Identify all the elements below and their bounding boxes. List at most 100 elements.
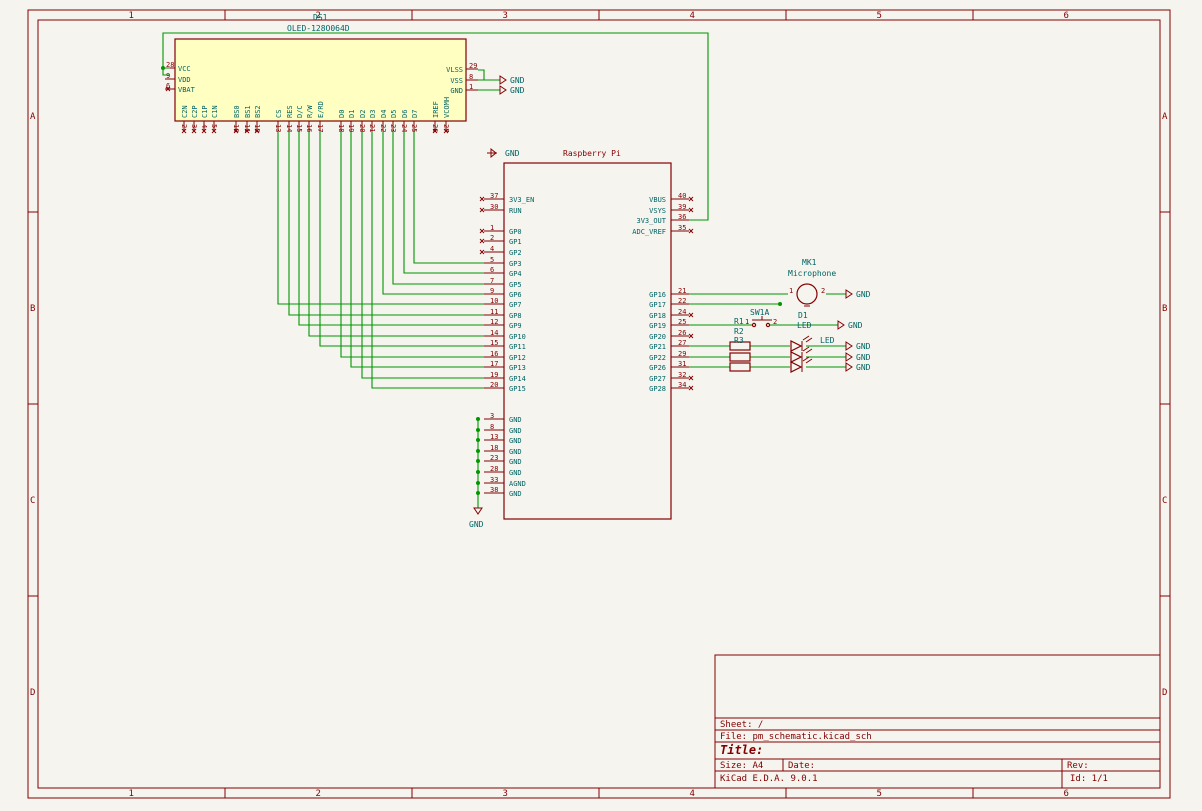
oled-pin-num: 22 [379,124,387,132]
pi-pin-num: 10 [490,297,498,305]
oled-pin-name: D0 [338,110,346,118]
oled-pin-num: 13 [274,124,282,132]
pi-pin-num: 39 [678,203,686,211]
frame-row-left-B: B [30,304,35,314]
pi-pin-name: GP22 [649,354,666,362]
pi-pin-name: GP2 [509,249,522,257]
pi-pin-name: ADC_VREF [632,228,666,236]
pi-pin-num: 30 [490,203,498,211]
pi-pin-num: 15 [490,339,498,347]
pi-pin-num: 32 [678,371,686,379]
title-block-title: Title: [720,743,763,757]
pi-pin-num: 24 [678,308,686,316]
pi-pin-name: GP7 [509,301,522,309]
oled-pin-name: C2N [181,105,189,118]
oled-pin-name: D/C [296,105,304,118]
pi-pin-name: RUN [509,207,522,215]
gnd-label: GND [856,363,871,372]
oled-pin-name: D4 [380,110,388,118]
oled-pin-num: 4 [200,124,208,128]
pi-pin-num: 33 [490,476,498,484]
pi-pin-num: 13 [490,433,498,441]
mic-ref: MK1 [802,258,817,267]
r2-ref: R2 [734,327,744,336]
pi-pin-num: 2 [490,234,494,242]
pi-pin-name: GP3 [509,260,522,268]
switch-sw1a[interactable]: SW1A 1 2 [745,308,777,328]
gnd-label: GND [510,76,525,85]
pi-pin-name: GP27 [649,375,666,383]
resistor-r2[interactable] [729,352,751,362]
title-block-size: Size: A4 [720,761,763,771]
title-block-rev: Rev: [1067,761,1089,771]
pi-body[interactable] [503,162,672,520]
oled-pin-name: BS1 [244,105,252,118]
pi-pin-num: 28 [490,465,498,473]
pi-pin-name: GP14 [509,375,526,383]
pi-pin-num: 29 [678,350,686,358]
pi-pin-name: GND [509,448,522,456]
oled-pin-num: 12 [253,124,261,132]
resistors[interactable]: R1 R2 R3 [729,317,751,372]
pi-pin-name: GP28 [649,385,666,393]
oled-pin-name: VSS [450,77,463,85]
leds[interactable]: D1 LED LED [790,311,835,373]
oled-pin-name: BS2 [254,105,262,118]
pi-pin-name: GND [509,437,522,445]
oled-pin-num: 20 [358,124,366,132]
pi-pin-name: GP12 [509,354,526,362]
oled-pin-name: GND [450,87,463,95]
sw-pin2: 2 [773,318,777,326]
pi-pin-name: GP20 [649,333,666,341]
d1-ref: D1 [798,311,808,320]
oled-pin-name: C2P [191,105,199,118]
pi-pin-name: GP11 [509,343,526,351]
oled-ref: DS1 [313,13,328,22]
pi-pin-name: GND [509,458,522,466]
oled-body[interactable] [174,38,467,122]
pi-pin-num: 17 [490,360,498,368]
pi-pin-name: 3V3_OUT [636,217,666,225]
oled-pin-name: RES [286,105,294,118]
pi-pin-name: GND [509,427,522,435]
gnd-label: GND [856,342,871,351]
pi-pin-name: GP10 [509,333,526,341]
pi-pin-num: 8 [490,423,494,431]
led-label: LED [820,336,835,345]
pi-pin-num: 11 [490,308,498,316]
resistor-r3[interactable] [729,362,751,372]
pi-pin-name: GP0 [509,228,522,236]
frame-col-bottom-5: 5 [877,789,882,799]
oled-pin-name: CS [275,110,283,118]
frame-col-bottom-2: 2 [316,789,321,799]
pi-gnd-label: GND [505,149,520,158]
d1-value: LED [797,321,812,330]
inner-frame [37,19,1161,789]
microphone-mk1[interactable]: MK1 Microphone 1 2 [788,258,836,307]
oled-pin-num: 9 [166,72,170,80]
pi-pin-name: GP8 [509,312,522,320]
oled-pin-name: R/W [306,105,314,118]
pi-pin-name: GP1 [509,238,522,246]
oled-pin-name: D2 [359,110,367,118]
pi-pin-num: 36 [678,213,686,221]
frame-col-top-3: 3 [503,11,508,21]
pi-pin-num: 3 [490,412,494,420]
oled-pin-num: 8 [469,73,473,81]
pi-pin-num: 1 [490,224,494,232]
pi-pin-name: AGND [509,480,526,488]
oled-pin-name: C1N [211,105,219,118]
resistor-r1[interactable] [729,341,751,351]
oled-pin-name: VCC [178,65,191,73]
sw-ref: SW1A [750,308,769,317]
r1-ref: R1 [734,317,744,326]
frame-row-right-B: B [1162,304,1167,314]
oled-pin-name: D7 [411,110,419,118]
pi-pin-num: 21 [678,287,686,295]
frame-col-top-1: 1 [129,11,134,21]
oled-pin-num: 10 [232,124,240,132]
pi-pin-num: 22 [678,297,686,305]
frame-col-bottom-6: 6 [1064,789,1069,799]
